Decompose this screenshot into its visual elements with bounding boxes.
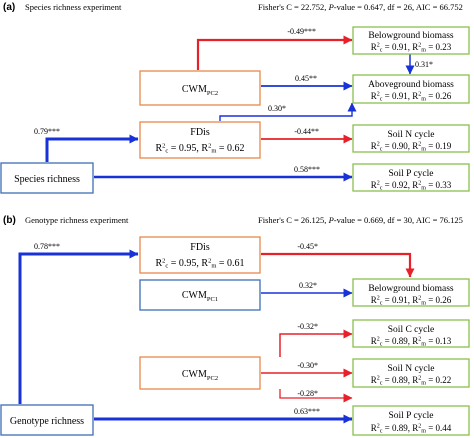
panel-a-title: Species richness experiment xyxy=(25,2,122,12)
path-label-below-above: 0.31* xyxy=(415,60,433,69)
svg-text:Soil N cycle: Soil N cycle xyxy=(388,364,435,374)
panel-b-title: Genotype richness experiment xyxy=(25,215,129,225)
svg-text:FDis: FDis xyxy=(190,242,210,253)
box-soil-p-cycle-a: Soil P cycle R2c = 0.92, R2m = 0.33 xyxy=(352,163,470,192)
path-label-fdis-belowground: -0.45* xyxy=(297,242,318,251)
svg-text:Genotype richness: Genotype richness xyxy=(10,416,84,427)
svg-text:Soil P cycle: Soil P cycle xyxy=(388,411,433,421)
path-label-genotype-soilp: 0.63*** xyxy=(294,407,320,416)
path-label-cwm-aboveground: 0.45** xyxy=(295,74,317,83)
path-label-cwm1-belowground: 0.32* xyxy=(299,281,317,290)
box-aboveground-biomass-a: Aboveground biomass R2c = 0.91, R2m = 0.… xyxy=(352,74,470,104)
path-label-richness-fdis: 0.79*** xyxy=(34,127,60,136)
svg-text:Soil C cycle: Soil C cycle xyxy=(388,325,434,335)
svg-text:CWMPC2: CWMPC2 xyxy=(182,84,218,97)
path-label-richness-soilp: 0.58*** xyxy=(294,165,320,174)
path-label-genotype-fdis: 0.78*** xyxy=(34,242,60,251)
path-label-cwm2-soilp: -0.28* xyxy=(297,389,318,398)
box-belowground-biomass-a: Belowground biomass R2c = 0.91, R2m = 0.… xyxy=(352,26,470,55)
path-fdis-to-belowground xyxy=(261,252,415,278)
svg-text:R2c = 0.91, R2m = 0.26: R2c = 0.91, R2m = 0.26 xyxy=(371,295,452,307)
path-label-fdis-aboveground: 0.30* xyxy=(268,104,286,113)
box-genotype-richness: Genotype richness xyxy=(0,404,94,436)
panel-b: (b) Genotype richness experiment Fisher'… xyxy=(0,215,470,436)
box-species-richness: Species richness xyxy=(0,162,94,194)
panel-b-tag: (b) xyxy=(3,215,16,226)
path-richness-to-fdis xyxy=(45,134,139,162)
svg-text:R2c = 0.90, R2m = 0.19: R2c = 0.90, R2m = 0.19 xyxy=(371,141,452,153)
path-fdis-to-aboveground xyxy=(219,102,357,121)
svg-text:R2c = 0.91, R2m = 0.23: R2c = 0.91, R2m = 0.23 xyxy=(371,42,452,54)
path-cwm2-to-soilc xyxy=(279,329,353,357)
svg-text:Aboveground biomass: Aboveground biomass xyxy=(368,80,454,90)
path-genotype-to-fdis xyxy=(18,249,139,404)
box-fdis-a: FDis R2c = 0.95, R2m = 0.62 xyxy=(139,121,261,159)
box-soil-p-cycle-b: Soil P cycle R2c = 0.89, R2m = 0.44 xyxy=(352,405,470,436)
svg-text:R2c = 0.95, R2m = 0.61: R2c = 0.95, R2m = 0.61 xyxy=(155,258,244,270)
box-belowground-biomass-b: Belowground biomass R2c = 0.91, R2m = 0.… xyxy=(352,278,470,307)
path-label-cwm2-soilc: -0.32* xyxy=(297,322,318,331)
panel-a-fit-statistics: Fisher's C = 22.752, P-value = 0.647, df… xyxy=(258,2,463,12)
path-cwm2-to-soilp xyxy=(279,389,353,403)
path-label-cwm-belowground: -0.49*** xyxy=(287,27,316,36)
panel-a-tag: (a) xyxy=(3,2,15,13)
svg-text:R2c = 0.91, R2m = 0.26: R2c = 0.91, R2m = 0.26 xyxy=(371,91,452,103)
svg-text:Soil P cycle: Soil P cycle xyxy=(388,169,433,179)
svg-text:R2c = 0.95, R2m = 0.62: R2c = 0.95, R2m = 0.62 xyxy=(155,143,244,155)
svg-text:Species richness: Species richness xyxy=(14,174,80,185)
panel-a: (a) Species richness experiment Fisher's… xyxy=(0,2,470,194)
svg-text:R2c = 0.89, R2m = 0.13: R2c = 0.89, R2m = 0.13 xyxy=(371,336,452,348)
box-cwm-pc2-a: CWMPC2 xyxy=(139,70,261,106)
svg-text:R2c = 0.89, R2m = 0.22: R2c = 0.89, R2m = 0.22 xyxy=(371,375,452,387)
svg-text:CWMPC1: CWMPC1 xyxy=(182,290,218,303)
box-cwm-pc1-b: CWMPC1 xyxy=(139,279,261,311)
box-soil-c-cycle-b: Soil C cycle R2c = 0.89, R2m = 0.13 xyxy=(352,319,470,348)
svg-text:R2c = 0.89, R2m = 0.44: R2c = 0.89, R2m = 0.44 xyxy=(371,423,452,435)
svg-text:CWMPC2: CWMPC2 xyxy=(182,369,218,382)
path-label-cwm2-soiln: -0.30* xyxy=(297,361,318,370)
box-soil-n-cycle-a: Soil N cycle R2c = 0.90, R2m = 0.19 xyxy=(352,124,470,153)
path-cwm-to-belowground xyxy=(196,35,353,70)
box-fdis-b: FDis R2c = 0.95, R2m = 0.61 xyxy=(139,236,261,274)
box-soil-n-cycle-b: Soil N cycle R2c = 0.89, R2m = 0.22 xyxy=(352,358,470,388)
svg-text:Belowground biomass: Belowground biomass xyxy=(368,31,454,41)
svg-text:R2c = 0.92, R2m = 0.33: R2c = 0.92, R2m = 0.33 xyxy=(371,180,452,192)
svg-text:Soil N cycle: Soil N cycle xyxy=(388,130,435,140)
panel-b-fit-statistics: Fisher's C = 26.125, P-value = 0.669, df… xyxy=(258,215,463,225)
path-label-fdis-soiln: -0.44** xyxy=(294,127,319,136)
svg-text:Belowground biomass: Belowground biomass xyxy=(368,284,454,294)
svg-text:FDis: FDis xyxy=(190,127,210,138)
box-cwm-pc2-b: CWMPC2 xyxy=(139,356,261,390)
